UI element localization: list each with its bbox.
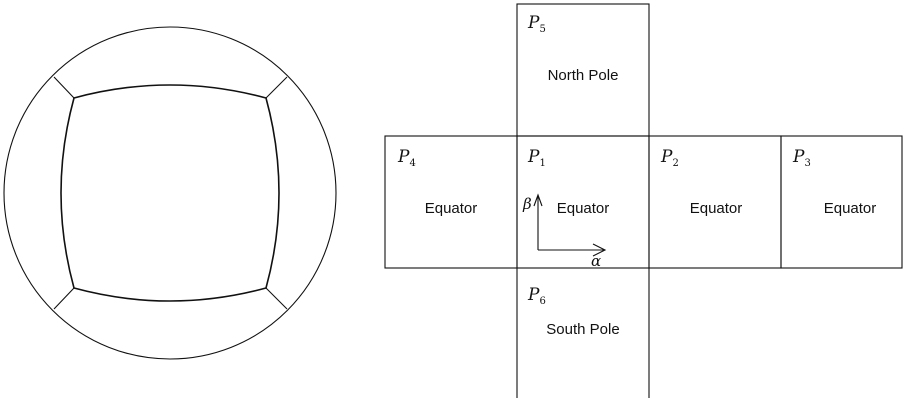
- panel-p2-id: P2: [660, 147, 679, 169]
- panel-p4-id: P4: [397, 147, 416, 169]
- panel-p6-label: South Pole: [546, 321, 619, 338]
- panel-p1-label: Equator: [557, 200, 610, 217]
- local-axes: α β: [522, 193, 607, 270]
- panel-p5-id: P5: [527, 13, 546, 35]
- panel-p2-label: Equator: [690, 200, 743, 217]
- panel-p3-id: P3: [792, 147, 811, 169]
- panel-p1-id: P1: [527, 147, 546, 169]
- inner-curved-square: [60, 84, 280, 302]
- sphere-outline: [3, 26, 337, 360]
- alpha-label: α: [591, 252, 601, 270]
- connector-bottom-left: [53, 287, 75, 310]
- beta-arrowhead: [533, 193, 543, 207]
- alpha-arrowhead: [592, 243, 607, 257]
- panel-p6-id: P6: [527, 285, 546, 307]
- cube-net: P5 North Pole P4 Equator P1 Equator P2 E…: [384, 3, 903, 398]
- connector-top-left: [53, 76, 75, 99]
- panel-p4-label: Equator: [425, 200, 478, 217]
- sphere-projection: [3, 26, 337, 360]
- panel-p3: [780, 135, 903, 269]
- panel-p3-label: Equator: [824, 200, 877, 217]
- panel-p5-label: North Pole: [548, 67, 619, 84]
- connector-bottom-right: [265, 287, 288, 310]
- beta-label: β: [522, 195, 532, 213]
- connector-top-right: [265, 76, 288, 99]
